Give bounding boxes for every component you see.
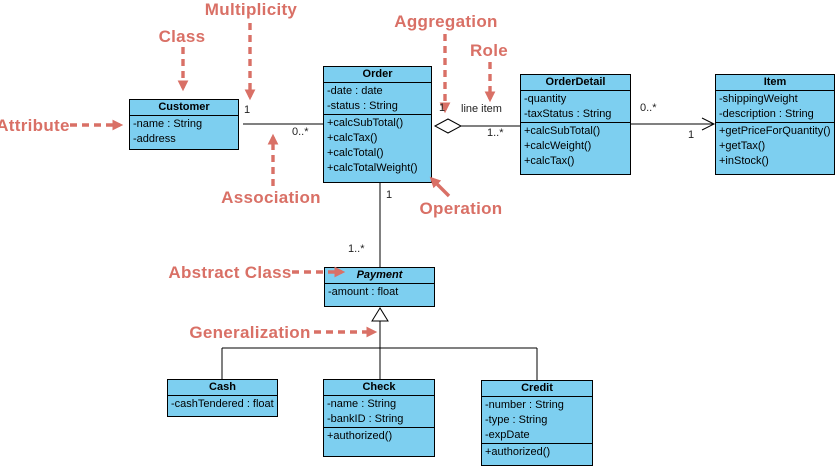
operation-row: +calcTotalWeight() [327, 162, 418, 174]
class-order[interactable]: Order -date : date -status : String +calcSu… [323, 66, 432, 183]
class-check[interactable]: Check -name : String -bankID : String +auth… [323, 379, 435, 457]
open-arrowhead-icon [701, 117, 716, 131]
operation-row: +calcSubTotal() [327, 117, 404, 129]
class-payment[interactable]: Payment -amount : float [324, 267, 435, 307]
class-item[interactable]: Item -shippingWeight -description : String… [715, 74, 835, 175]
annotation-role: Role [469, 41, 509, 60]
mult-item: 1 [688, 129, 695, 141]
annotation-generalization: Generalization [189, 323, 311, 342]
attribute-row: -shippingWeight [719, 93, 798, 105]
attributes-compartment: -quantity -taxStatus : String [521, 91, 630, 122]
operation-row: +calcTax() [524, 155, 575, 167]
class-orderdetail[interactable]: OrderDetail -quantity -taxStatus : String +… [520, 74, 631, 175]
generalization-tree [221, 307, 538, 380]
operation-row: +calcTotal() [327, 147, 384, 159]
annotation-abstract-class: Abstract Class [168, 263, 292, 282]
attribute-row: -name : String [327, 398, 397, 410]
mult-payment: 1..* [348, 243, 365, 255]
operation-row: +getPriceForQuantity() [719, 125, 831, 137]
annotation-attribute: Attribute [0, 116, 70, 135]
attributes-compartment: -date : date -status : String [324, 83, 431, 114]
mult-order-payment: 1 [386, 189, 393, 201]
mult-detail-item: 0..* [640, 102, 657, 114]
attributes-compartment: -amount : float [325, 284, 434, 306]
attribute-row: -quantity [524, 93, 567, 105]
role-line-item: line item [461, 103, 502, 115]
mult-customer: 1 [244, 104, 251, 116]
mult-orderdetail: 1..* [487, 127, 504, 139]
attribute-row: -number : String [485, 399, 564, 411]
attributes-compartment: -number : String -type : String -expDate [482, 397, 592, 443]
class-name-order: Order [324, 67, 431, 83]
attributes-compartment: -name : String -bankID : String [324, 396, 434, 427]
class-name-cash: Cash [168, 380, 277, 396]
operation-row: +getTax() [719, 140, 766, 152]
operations-compartment: +calcSubTotal() +calcWeight() +calcTax() [521, 122, 630, 174]
attribute-row: -date : date [327, 85, 383, 97]
attribute-row: -taxStatus : String [524, 108, 612, 120]
attribute-row: -address [133, 133, 176, 145]
class-name-customer: Customer [130, 100, 238, 116]
annotation-aggregation: Aggregation [394, 12, 498, 31]
operation-row: +calcWeight() [524, 140, 592, 152]
class-name-orderdetail: OrderDetail [521, 75, 630, 91]
aggregation-diamond-icon [433, 118, 463, 134]
annotation-multiplicity: Multiplicity [204, 0, 298, 19]
class-name-item: Item [716, 75, 834, 91]
operations-compartment: +calcSubTotal() +calcTax() +calcTotal() +ca… [324, 114, 431, 182]
attribute-row: -name : String [133, 118, 203, 130]
operation-row: +calcSubTotal() [524, 125, 601, 137]
class-name-credit: Credit [482, 381, 592, 397]
operations-compartment: +authorized() [324, 427, 434, 456]
attribute-row: -type : String [485, 414, 548, 426]
attributes-compartment: -name : String -address [130, 116, 238, 149]
operation-row: +calcTax() [327, 132, 378, 144]
operation-row: +authorized() [327, 430, 393, 442]
class-name-check: Check [324, 380, 434, 396]
generalization-triangle-icon [371, 307, 389, 322]
attribute-row: -amount : float [328, 286, 399, 298]
association-orderdetail-item [631, 117, 716, 131]
attribute-row: -expDate [485, 429, 530, 441]
operation-pointer-arrow [429, 176, 451, 198]
mult-order: 0..* [292, 126, 309, 138]
operation-row: +inStock() [719, 155, 769, 167]
operations-compartment: +getPriceForQuantity() +getTax() +inStock(… [716, 122, 834, 174]
class-name-payment: Payment [325, 268, 434, 284]
class-credit[interactable]: Credit -number : String -type : String -exp… [481, 380, 593, 466]
attribute-row: -cashTendered : float [171, 398, 274, 410]
operation-row: +authorized() [485, 446, 551, 458]
mult-aggregation: 1 [439, 102, 446, 114]
annotation-operation: Operation [419, 199, 503, 218]
annotation-class: Class [158, 27, 206, 46]
attribute-row: -description : String [719, 108, 814, 120]
class-customer[interactable]: Customer -name : String -address [129, 99, 239, 150]
attribute-row: -bankID : String [327, 413, 404, 425]
attribute-row: -status : String [327, 100, 398, 112]
attributes-compartment: -cashTendered : float [168, 396, 277, 416]
attributes-compartment: -shippingWeight -description : String [716, 91, 834, 122]
operations-compartment: +authorized() [482, 443, 592, 465]
aggregation-order-orderdetail [433, 118, 520, 134]
annotation-association: Association [221, 188, 321, 207]
class-cash[interactable]: Cash -cashTendered : float [167, 379, 278, 417]
